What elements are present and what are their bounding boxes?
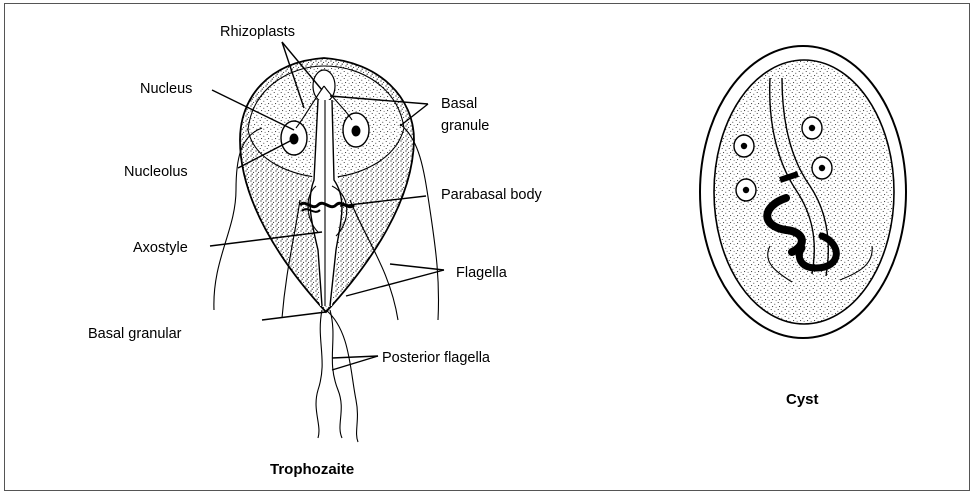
posterior-flagellum-3: [326, 310, 358, 442]
label-axostyle: Axostyle: [133, 240, 188, 256]
caption-cyst: Cyst: [786, 391, 819, 408]
label-nucleolus: Nucleolus: [124, 164, 188, 180]
label-basal-granular: Basal granular: [88, 326, 182, 342]
label-rhizoplasts: Rhizoplasts: [220, 24, 295, 40]
label-posterior-flagella: Posterior flagella: [382, 350, 491, 366]
trophozoite-drawing: [214, 58, 439, 442]
label-nucleus: Nucleus: [140, 81, 192, 97]
label-basal: Basal: [441, 96, 477, 112]
nucleolus-left: [290, 134, 299, 145]
cyst-drawing: [700, 46, 906, 338]
label-parabasal-body: Parabasal body: [441, 187, 543, 203]
nucleolus-right: [352, 126, 361, 137]
caption-trophozoite: Trophozaite: [270, 461, 354, 478]
label-flagella: Flagella: [456, 265, 508, 281]
posterior-flagellum-1: [316, 310, 322, 438]
label-granule: granule: [441, 118, 489, 134]
